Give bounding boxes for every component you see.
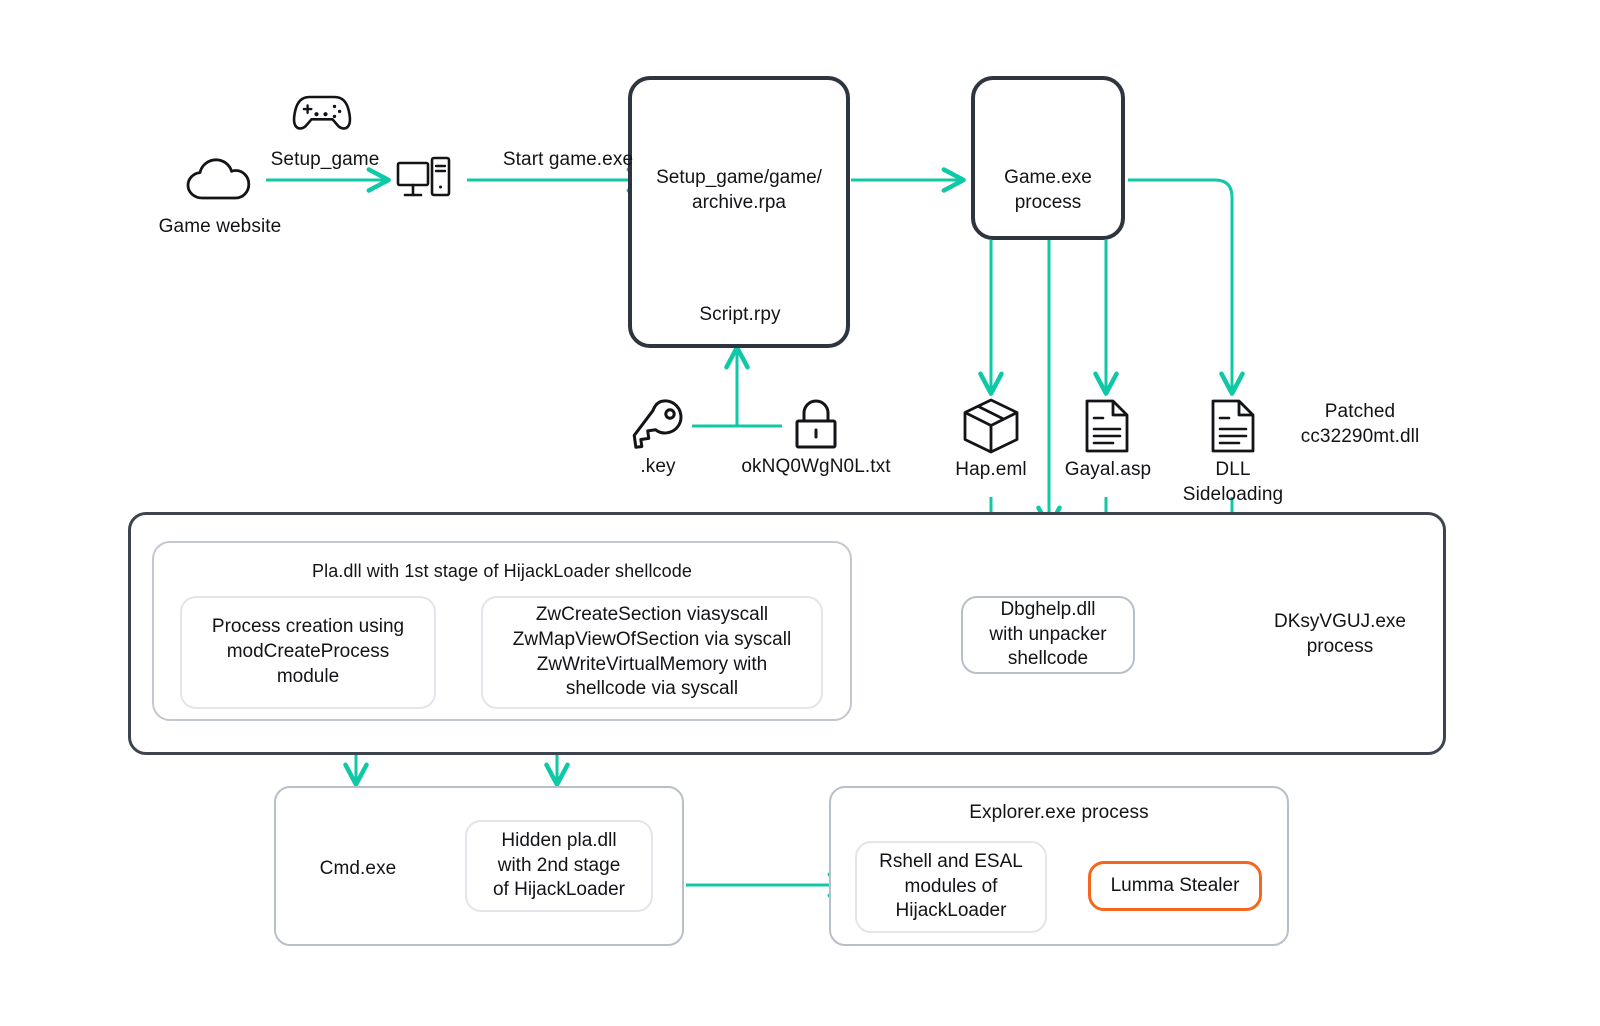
key-icon <box>632 399 683 449</box>
dll-sideloading-label: DLL Sideloading <box>1182 459 1284 505</box>
rshell-esal-modules-box <box>855 841 1047 933</box>
lock-icon <box>795 399 837 449</box>
syscall-sequence-label: ZwCreateSection viasyscall ZwMapViewOfSe… <box>512 604 792 700</box>
script-rpy-label: Script.rpy <box>699 304 781 325</box>
game-exe-process-label: Game.exe process <box>1004 167 1092 213</box>
rshell-esal-label: Rshell and ESAL modules of HijackLoader <box>879 850 1023 922</box>
process-creation-label: Process creation using modCreateProcess … <box>211 616 405 687</box>
key-file-label: .key <box>640 456 676 477</box>
dbghelp-box <box>961 596 1135 674</box>
document-icon <box>1085 399 1129 453</box>
process-creation-box <box>180 596 436 709</box>
explorer-process-title: Explorer.exe process <box>969 802 1149 823</box>
pla-dll-panel-title: Pla.dll with 1st stage of HijackLoader s… <box>311 561 692 581</box>
arrow-game-to-dll-sideloading <box>1128 178 1245 396</box>
game-website-label: Game website <box>158 216 282 237</box>
cmd-exe-label: Cmd.exe <box>319 858 397 879</box>
game-exe-process-box <box>971 76 1125 240</box>
lumma-stealer-box[interactable] <box>1088 861 1262 911</box>
dbghelp-label: Dbghelp.dll with unpacker shellcode <box>989 598 1107 670</box>
gamepad-icon <box>292 95 352 130</box>
dksyvguj-process-label: DKsyVGUJ.exe process <box>1274 611 1406 657</box>
hidden-pla-dll-label: Hidden pla.dll with 2nd stage of HijackL… <box>492 829 626 901</box>
edge-label-setup-game: Setup_game <box>270 149 380 170</box>
archive-path-label: Setup_game/game/ archive.rpa <box>656 167 822 213</box>
setup-game-box <box>628 76 850 348</box>
package-box-icon <box>963 398 1019 454</box>
patched-dll-note: Patched cc32290mt.dll <box>1300 401 1420 447</box>
syscall-sequence-box <box>481 596 823 709</box>
desktop-computer-icon <box>396 156 451 197</box>
edge-label-start-game: Start game.exe <box>502 149 634 170</box>
lumma-stealer-label[interactable]: Lumma Stealer <box>1110 874 1240 896</box>
document-icon <box>1211 399 1255 453</box>
txt-file-label: okNQ0WgN0L.txt <box>741 456 891 477</box>
hidden-pla-dll-box <box>465 820 653 912</box>
gayal-asp-label: Gayal.asp <box>1064 459 1152 480</box>
cloud-icon <box>186 158 251 200</box>
hap-eml-label: Hap.eml <box>955 459 1027 480</box>
